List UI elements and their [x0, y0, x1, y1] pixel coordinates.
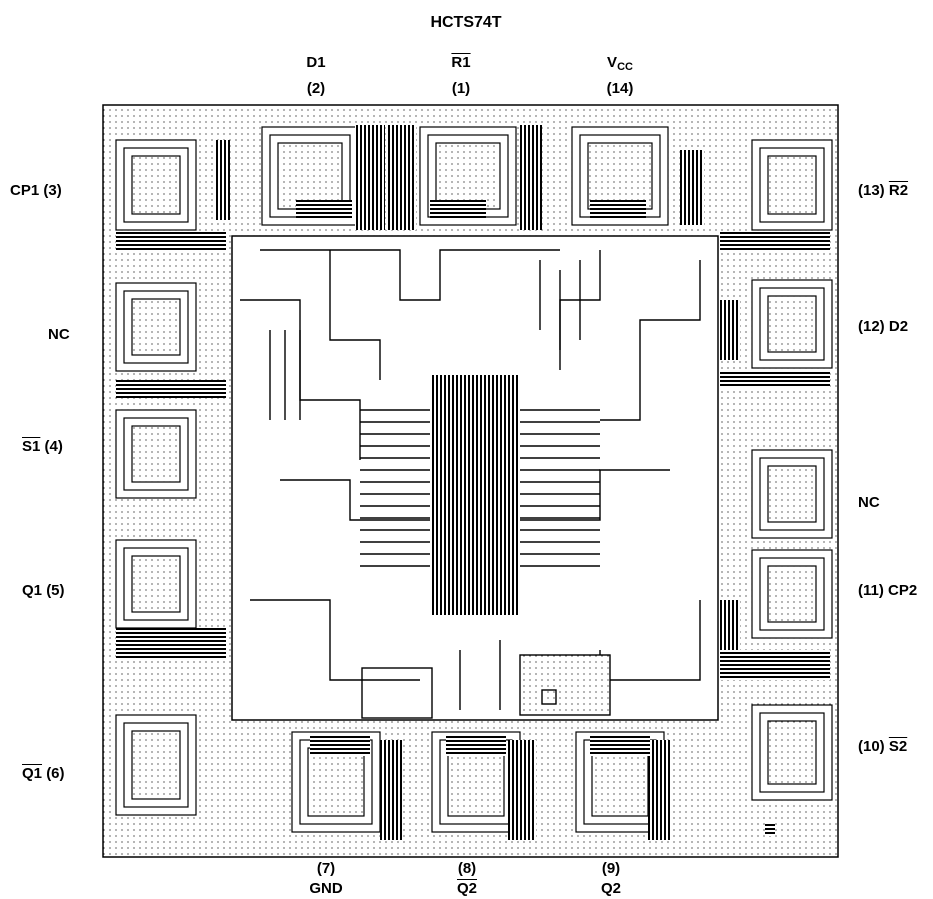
pin-label-r2-bar: (13) R2: [858, 182, 909, 199]
diagram-title: HCTS74T: [430, 14, 502, 31]
bond-pad-nc-left: [115, 282, 197, 372]
pin-label-s1-bar: S1 (4): [22, 438, 63, 455]
pin-label-cp2: (11) CP2: [858, 582, 918, 599]
pin-label-d2: (12) D2: [858, 318, 909, 335]
pin-label-nc-right: NC: [858, 494, 880, 511]
pin-label-vcc: VCC: [607, 54, 633, 73]
pin-label-nc-left: NC: [48, 326, 70, 343]
pin-number-7: (7): [316, 860, 336, 877]
pin-number-9: (9): [601, 860, 621, 877]
pin-label-q2: Q2: [600, 880, 622, 897]
pin-label-d1: D1: [306, 54, 326, 71]
bond-pad-nc-right: [751, 449, 833, 539]
pin-label-gnd: GND: [309, 880, 343, 897]
pin-label-s2-bar: (10) S2: [858, 738, 908, 755]
pin-label-q1-bar: Q1 (6): [22, 765, 65, 782]
pin-label-cp1: CP1 (3): [10, 182, 62, 199]
pin-number-1: (1): [451, 80, 471, 97]
pin-number-14: (14): [606, 80, 634, 97]
pin-number-2: (2): [306, 80, 326, 97]
pin-number-8: (8): [457, 860, 477, 877]
pin-label-q1: Q1 (5): [22, 582, 65, 599]
pin-label-r1-bar: R1: [451, 54, 471, 71]
pin-label-q2-bar: Q2: [456, 880, 478, 897]
core-area: [231, 235, 719, 721]
